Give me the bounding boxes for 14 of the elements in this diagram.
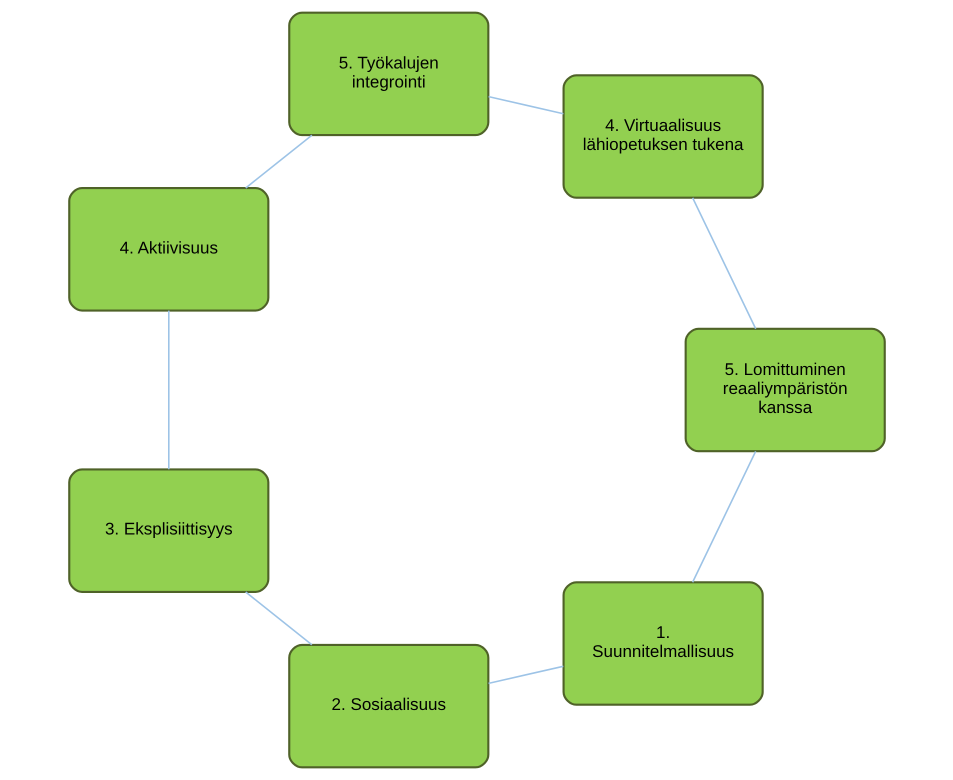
- connector: [168, 310, 170, 470]
- connector: [691, 451, 756, 583]
- connector: [691, 198, 756, 330]
- node-box: 3. Eksplisiittisyys: [68, 468, 269, 593]
- node-box: 5. Lomittuminen reaaliympäristön kanssa: [684, 328, 886, 452]
- node-box: 2. Sosiaalisuus: [288, 644, 489, 768]
- connector: [488, 96, 564, 114]
- connector: [244, 591, 312, 646]
- node-box: 4. Aktiivisuus: [68, 187, 269, 312]
- node-box: 5. Työkalujen integrointi: [288, 12, 489, 136]
- connector: [488, 666, 563, 684]
- node-box: 4. Virtuaalisuus lähiopetuksen tukena: [562, 74, 764, 199]
- node-box: 1. Suunnitelmallisuus: [562, 581, 764, 706]
- connector: [244, 134, 312, 189]
